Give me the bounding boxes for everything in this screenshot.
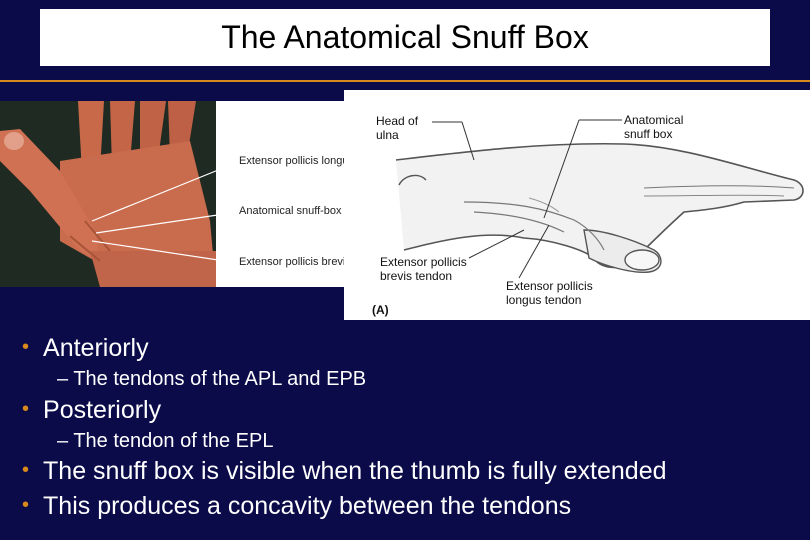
- label-epl-tendon-line2: longus tendon: [506, 293, 582, 307]
- bullet-dot: •: [22, 398, 30, 420]
- bullet-anteriorly-text: Anteriorly: [43, 334, 149, 362]
- bullet-dot: •: [22, 494, 30, 516]
- title-box: The Anatomical Snuff Box: [40, 9, 770, 66]
- bullet-concavity: • This produces a concavity between the t…: [22, 492, 571, 521]
- forearm-illustration: [395, 119, 804, 279]
- label-epb-tendon-line1: Extensor pollicis: [380, 255, 467, 269]
- bullet-dot: •: [22, 459, 30, 481]
- photo-label-strip: [216, 101, 344, 287]
- label-epl-tendon-line1: Extensor pollicis: [506, 279, 593, 293]
- label-anatomical-snuffbox-line1: Anatomical: [624, 113, 684, 127]
- bullet-dot: •: [22, 336, 30, 358]
- photo-pointer-lines: [91, 161, 239, 264]
- sub-bullet-posteriorly: – The tendon of the EPL: [57, 430, 274, 452]
- bullet-posteriorly-text: Posteriorly: [43, 396, 162, 424]
- title-divider: [0, 80, 810, 82]
- bullet-visible-text: The snuff box is visible when the thumb …: [43, 457, 667, 485]
- panel-label: (A): [372, 303, 389, 317]
- bullet-visible: • The snuff box is visible when the thumb…: [22, 457, 667, 486]
- label-head-of-ulna-line2: ulna: [376, 128, 399, 142]
- label-head-of-ulna-line1: Head of: [376, 114, 419, 128]
- bullet-anteriorly: • Anteriorly: [22, 334, 149, 363]
- photo-label-snuffbox: Anatomical snuff-box: [239, 205, 342, 217]
- photo-label-epl: Extensor pollicis longus: [239, 155, 354, 167]
- bullet-posteriorly: • Posteriorly: [22, 396, 161, 425]
- sub-bullet-anteriorly: – The tendons of the APL and EPB: [57, 368, 367, 390]
- label-epb-tendon-line2: brevis tendon: [380, 269, 453, 283]
- slide-title: The Anatomical Snuff Box: [221, 19, 589, 55]
- photo-label-epb: Extensor pollicis brevis: [239, 256, 351, 268]
- bullet-concavity-text: This produces a concavity between the te…: [43, 492, 572, 520]
- anatomy-drawing: Head of ulna Anatomical snuff box Extens…: [344, 90, 810, 320]
- hand-photo: [0, 101, 216, 287]
- label-anatomical-snuffbox-line2: snuff box: [624, 127, 673, 141]
